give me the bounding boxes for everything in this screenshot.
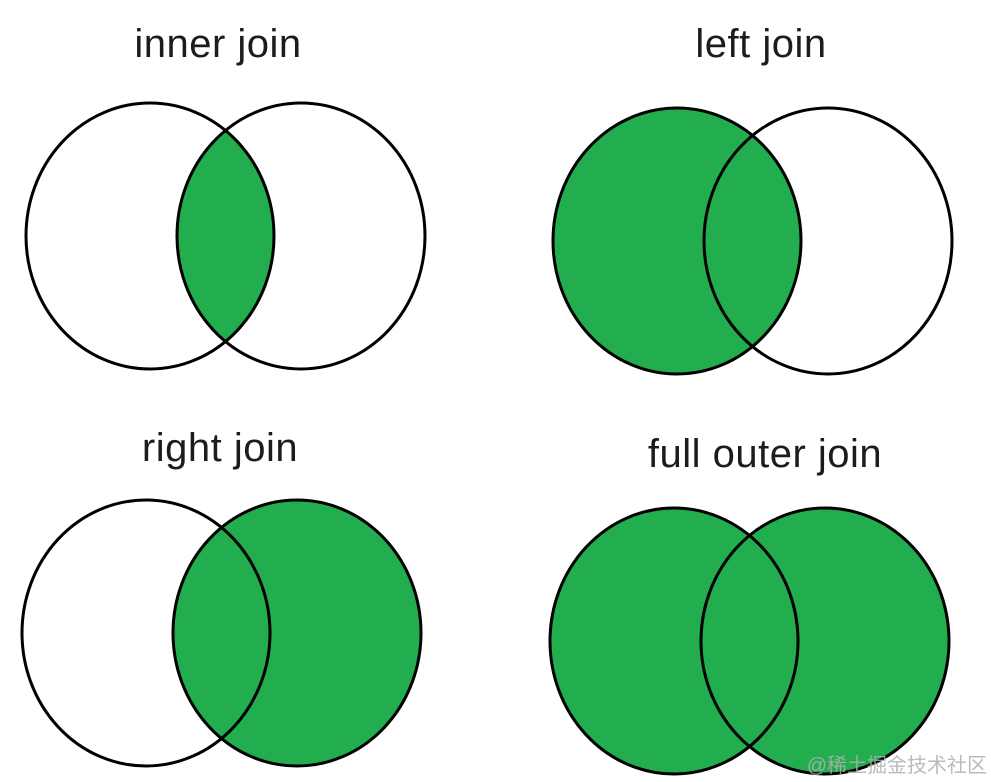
- panel-title-left-join: left join: [695, 22, 827, 66]
- left-circle-outline: [548, 506, 800, 776]
- right-circle-outline: [702, 106, 954, 376]
- right-circle-outline: [171, 498, 423, 768]
- panel-title-full-outer-join: full outer join: [647, 432, 883, 476]
- panel-title-right-join: right join: [141, 426, 299, 470]
- left-circle-outline: [551, 106, 803, 376]
- left-circle-outline: [24, 101, 276, 371]
- site-watermark: @稀土掘金技术社区: [806, 755, 987, 777]
- right-circle-outline: [699, 506, 951, 776]
- intersection-region: [704, 108, 801, 374]
- intersection-region: [177, 103, 274, 369]
- venn-full-outer-join: [548, 506, 951, 776]
- intersection-region: [173, 500, 270, 766]
- venn-inner-join: [24, 101, 427, 371]
- left-circle-outline: [20, 498, 272, 768]
- intersection-region: [701, 508, 798, 774]
- venn-left-join: [551, 106, 954, 376]
- venn-right-join: [20, 498, 423, 768]
- right-circle-outline: [175, 101, 427, 371]
- panel-title-inner-join: inner join: [134, 22, 302, 66]
